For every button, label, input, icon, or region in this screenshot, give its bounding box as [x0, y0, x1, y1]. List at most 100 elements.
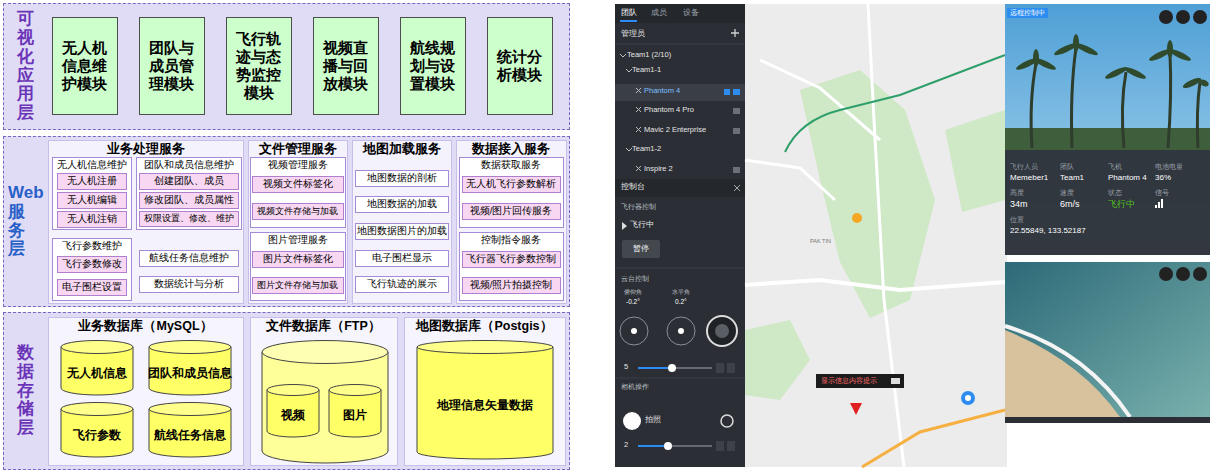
box-label: 数据统计与分析 [154, 278, 224, 289]
file-cylinder: 视频 [266, 384, 320, 438]
box-label: 无人机注册 [67, 175, 117, 186]
layer-title: Web服务层 [8, 184, 25, 259]
ui-label: 飞行器控制 [621, 203, 656, 211]
service-group: 团队和成员信息维护创建团队、成员修改团队、成员属性权限设置、修改、维护 [136, 157, 242, 230]
drone-icon [636, 88, 641, 171]
ui-label: 暂停 [633, 244, 649, 253]
ui-label: 水平角 [672, 289, 690, 296]
panel-button [1193, 267, 1207, 281]
group-heading: 视频管理服务 [251, 159, 345, 170]
box-label: 飞行器飞行参数控制 [466, 253, 556, 264]
shutter-button [623, 412, 641, 430]
layer-title: 数据存储层 [17, 344, 34, 437]
slider-knob [668, 364, 676, 372]
ui-label: 飞行人员 [1010, 163, 1038, 170]
palm-trunk [1168, 54, 1171, 148]
location-button [961, 391, 975, 405]
ui-label: 飞行中 [630, 221, 654, 230]
box-label: 视频文件存储与加载 [257, 206, 338, 216]
video-icon [733, 167, 740, 173]
service-panel: 文件管理服务视频管理服务视频文件标签化视频文件存储与加载图片管理服务图片文件标签… [248, 140, 348, 304]
slider-fill [638, 367, 672, 369]
divider [615, 44, 745, 45]
ui-label: 远程控制中 [1007, 8, 1048, 18]
cylinder-body [329, 390, 381, 437]
box-label: 航线任务信息 [154, 428, 226, 442]
group-heading: 数据获取服务 [460, 159, 563, 170]
group-heading: 飞行参数维护 [53, 240, 131, 251]
beach-surf [1005, 326, 1130, 417]
selected-row [615, 84, 745, 101]
park-area [745, 320, 810, 400]
layer-band: 数据存储层业务数据库（MySQL）无人机信息团队和成员信息飞行参数航线任务信息文… [3, 312, 570, 470]
ui-label: 团队 [621, 8, 637, 17]
database-panel: 文件数据库（FTP）视频图片 [250, 317, 398, 466]
ui-label: 22.55849, 133.52187 [1010, 226, 1086, 235]
box-label: 无人机信息维护模块 [60, 39, 110, 93]
module-box: 无人机信息维护模块 [52, 17, 118, 115]
group-heading: 文件管理服务 [249, 142, 347, 157]
box-label: 无人机注销 [67, 213, 117, 224]
cylinder-body [149, 409, 231, 457]
database-cylinder: 团队和成员信息 [148, 340, 232, 396]
module-box: 视频直播与回放模块 [313, 17, 379, 115]
function-box: 视频/照片拍摄控制 [462, 277, 561, 294]
panel-button [1176, 10, 1190, 24]
function-box: 图片文件存储与加载 [252, 277, 344, 294]
divider [615, 268, 745, 269]
ui-label: Team1-2 [632, 145, 661, 154]
switch-icon [721, 415, 733, 427]
database-panel: 业务数据库（MySQL）无人机信息团队和成员信息飞行参数航线任务信息 [48, 317, 244, 466]
gimbal-dial [620, 317, 648, 345]
palm-frond [1198, 78, 1210, 88]
service-group: 图片管理服务图片文件标签化图片文件存储与加载 [250, 232, 346, 301]
signal-icon [1161, 199, 1163, 208]
ui-label: 2 [624, 441, 628, 450]
group-heading: 无人机信息维护 [53, 159, 131, 170]
ui-label: 飞机 [1108, 163, 1122, 170]
cylinder-top [61, 340, 133, 353]
beach-sand [1005, 330, 1120, 417]
video-icon [733, 108, 740, 114]
box-label: 航线任务信息维护 [149, 252, 229, 263]
service-group: 控制指令服务飞行器飞行参数控制视频/照片拍摄控制 [459, 232, 564, 301]
box-label: 修改团队、成员属性 [144, 194, 234, 205]
palm-trunk [1031, 64, 1036, 148]
video-frame [1005, 4, 1210, 255]
module-box: 飞行轨迹与态势监控模块 [226, 17, 292, 115]
video-icon [733, 128, 740, 134]
ui-label: Memeber1 [1010, 173, 1048, 182]
database-cylinder: 无人机信息 [60, 340, 134, 396]
map [745, 4, 1007, 467]
ui-label: 位置 [1010, 216, 1024, 223]
cylinder-body [61, 347, 133, 395]
signal-icon [1155, 205, 1157, 208]
layer-title: 可视化应用层 [17, 10, 34, 122]
ui-label: 0.2° [675, 298, 687, 305]
panel-button [1176, 267, 1190, 281]
database-cylinder: 地理信息矢量数据 [416, 340, 554, 460]
sidebar [615, 4, 745, 467]
box-label: 团队与成员管理模块 [147, 39, 197, 93]
waypoint-pin [852, 213, 862, 223]
function-box: 电子围栏显示 [355, 250, 449, 267]
tab-bar [615, 4, 745, 23]
group-heading: 地图加载服务 [353, 142, 451, 157]
stepper [727, 363, 735, 373]
module-box: 团队与成员管理模块 [139, 17, 205, 115]
ui-label: 5 [624, 363, 628, 372]
palm-trunks [1031, 48, 1200, 148]
database-cylinder: 飞行参数 [60, 402, 134, 458]
service-group: 视频管理服务视频文件标签化视频文件存储与加载 [250, 157, 346, 228]
function-box: 无人机飞行参数解析 [462, 176, 561, 193]
flight-track [785, 55, 1005, 152]
function-box: 地图数据的剖析 [355, 170, 449, 187]
cylinder-top [61, 402, 133, 415]
main-road [862, 410, 1005, 467]
box-label: 无人机信息 [67, 366, 127, 380]
signal-icon [1158, 202, 1160, 208]
tab-underline [620, 20, 637, 22]
location-button [965, 395, 971, 401]
box-label: 电子围栏显示 [372, 252, 432, 263]
function-box: 图片文件标签化 [252, 251, 344, 268]
